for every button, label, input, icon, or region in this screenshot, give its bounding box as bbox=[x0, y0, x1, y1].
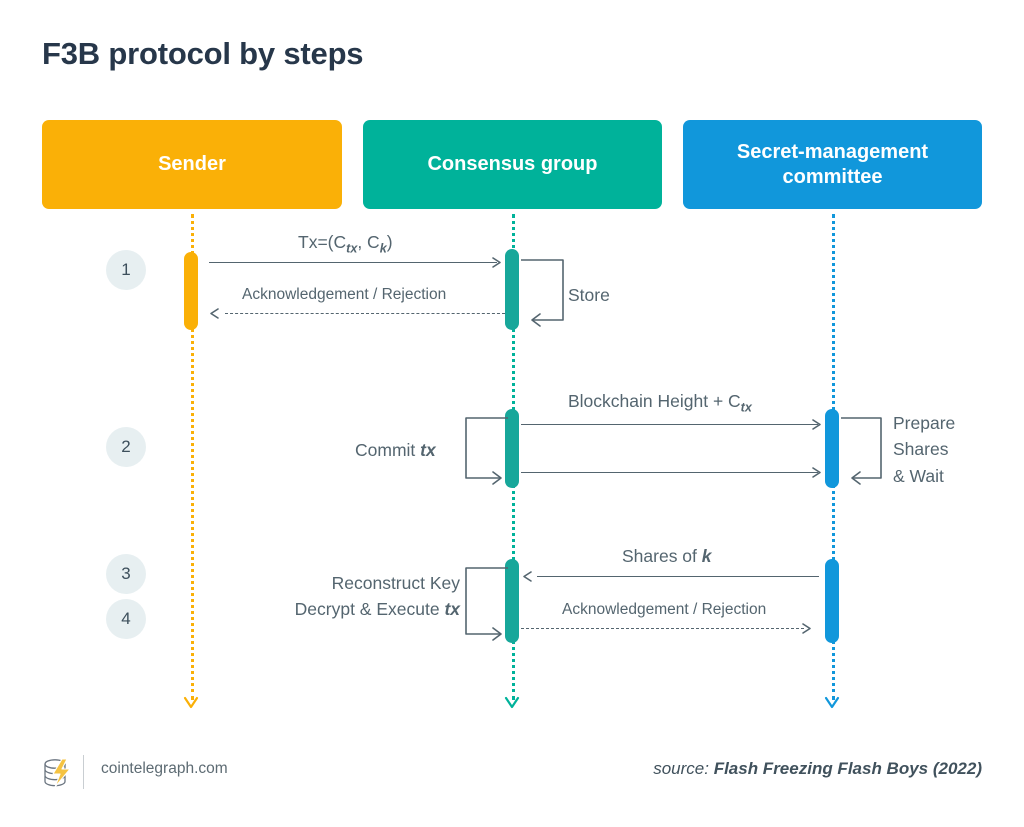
step-badge-4: 4 bbox=[106, 599, 146, 639]
self-loop-label-wait: & Wait bbox=[893, 465, 944, 486]
activation-bar-consensus-step34 bbox=[505, 559, 519, 643]
activation-bar-consensus-step1 bbox=[505, 249, 519, 330]
self-loop-label-shares: Shares bbox=[893, 439, 949, 460]
arrowhead-right-ack-rejection-2-icon bbox=[802, 623, 811, 634]
column-header-secret-management: Secret-management committee bbox=[683, 120, 982, 209]
arrowhead-right-unlabeled-request-icon bbox=[812, 467, 821, 478]
self-loop-store bbox=[521, 259, 564, 327]
self-loop-label-reconstruct-key: Reconstruct Key bbox=[331, 573, 460, 593]
message-arrow-unlabeled-request bbox=[521, 472, 818, 473]
step-badge-3: 3 bbox=[106, 554, 146, 594]
lifeline-sender bbox=[191, 214, 194, 700]
arrowhead-right-blockchain-height-icon bbox=[812, 419, 821, 430]
lifeline-end-arrow-sender-icon bbox=[183, 696, 199, 709]
self-loop-label-decrypt-execute: Decrypt & Execute tx bbox=[294, 599, 460, 620]
arrowhead-left-shares-of-k-icon bbox=[523, 571, 532, 582]
message-label-ack-rejection-1: Acknowledgement / Rejection bbox=[242, 286, 447, 303]
step-badge-2: 2 bbox=[106, 427, 146, 467]
activation-bar-consensus-step2 bbox=[505, 409, 519, 488]
self-loop-label-prepare: Prepare bbox=[893, 413, 956, 433]
page-title: F3B protocol by steps bbox=[42, 36, 364, 71]
message-arrow-ack-rejection-1 bbox=[225, 313, 505, 314]
self-loop-commit-tx bbox=[465, 417, 508, 485]
message-arrow-shares-of-k bbox=[537, 576, 819, 577]
footer-divider bbox=[83, 755, 84, 789]
activation-bar-secret-management-step34 bbox=[825, 559, 839, 643]
activation-bar-secret-management-step2 bbox=[825, 409, 839, 488]
message-arrow-blockchain-height bbox=[521, 424, 818, 425]
message-arrow-tx-request bbox=[209, 262, 497, 263]
activation-bar-sender-step1 bbox=[184, 252, 198, 330]
message-label-tx-request: Tx=(Ctx, Ck) bbox=[298, 232, 393, 256]
footer-brand[interactable]: cointelegraph.com bbox=[101, 760, 228, 777]
self-loop-prepare-shares-wait bbox=[841, 417, 882, 485]
footer-source-title: Flash Freezing Flash Boys (2022) bbox=[713, 759, 982, 778]
footer-source-prefix: source: bbox=[653, 759, 714, 778]
self-loop-label-store: Store bbox=[568, 285, 610, 305]
step-badge-1: 1 bbox=[106, 250, 146, 290]
message-label-ack-rejection-2: Acknowledgement / Rejection bbox=[562, 601, 767, 618]
message-arrow-ack-rejection-2 bbox=[521, 628, 804, 629]
message-label-blockchain-height: Blockchain Height + Ctx bbox=[568, 391, 752, 415]
self-loop-label-reconstruct-execute: Reconstruct Key Decrypt & Execute tx bbox=[280, 570, 460, 623]
message-label-shares-of-k: Shares of k bbox=[622, 546, 712, 566]
arrowhead-left-ack-rejection-1-icon bbox=[210, 308, 219, 319]
column-header-consensus: Consensus group bbox=[363, 120, 662, 209]
self-loop-reconstruct-execute bbox=[465, 567, 508, 641]
self-loop-label-prepare-shares-wait: Prepare Shares & Wait bbox=[893, 410, 955, 489]
column-header-sender: Sender bbox=[42, 120, 342, 209]
arrowhead-right-tx-request-icon bbox=[492, 257, 501, 268]
footer-source: source: Flash Freezing Flash Boys (2022) bbox=[653, 759, 982, 779]
self-loop-label-commit-tx: Commit tx bbox=[355, 440, 436, 460]
cointelegraph-logo-icon bbox=[44, 758, 71, 788]
lifeline-end-arrow-consensus-icon bbox=[504, 696, 520, 709]
lifeline-end-arrow-secret-management-icon bbox=[824, 696, 840, 709]
